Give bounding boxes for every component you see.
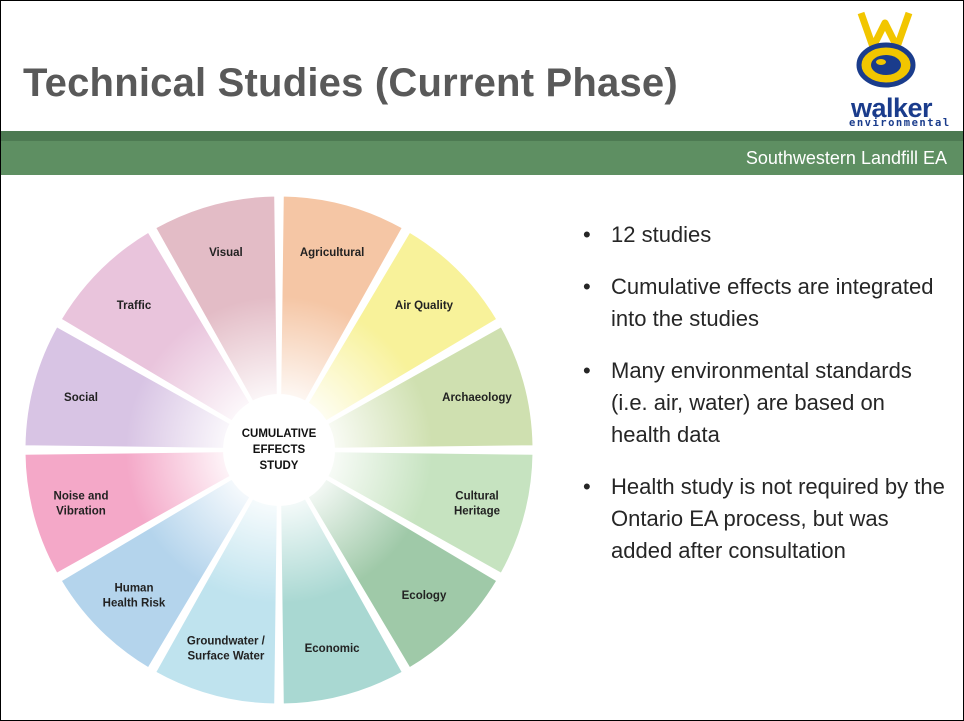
wheel-segment-label: Visual xyxy=(209,247,243,259)
wheel-segment-label: Social xyxy=(64,392,98,404)
wheel-segment-label: Vibration xyxy=(56,506,106,518)
logo-wordmark: walker xyxy=(851,93,933,123)
wheel-segment-label: Archaeology xyxy=(442,392,512,404)
center-label-line: EFFECTS xyxy=(253,444,306,456)
wheel-segment-label: Heritage xyxy=(454,506,500,518)
center-label-line: STUDY xyxy=(260,460,299,472)
center-circle xyxy=(223,394,335,506)
wheel-segment-label: Agricultural xyxy=(300,247,365,259)
subtitle-band: Southwestern Landfill EA xyxy=(1,141,963,175)
wheel-segment-label: Human xyxy=(115,583,154,595)
header-band xyxy=(1,131,963,141)
bullet-list: 12 studies Cumulative effects are integr… xyxy=(579,219,949,587)
walker-logo-icon xyxy=(856,11,916,88)
logo-subtext: environmental xyxy=(849,117,951,129)
wheel-segment-label: Surface Water xyxy=(187,651,264,663)
bullet-item: Many environmental standards (i.e. air, … xyxy=(579,355,949,451)
bullet-item: Cumulative effects are integrated into t… xyxy=(579,271,949,335)
bullet-item: 12 studies xyxy=(579,219,949,251)
wheel-segment-label: Health Risk xyxy=(103,598,166,610)
wheel-segment-label: Groundwater / xyxy=(187,636,266,648)
slide-subtitle: Southwestern Landfill EA xyxy=(745,147,947,168)
bullet-item: Health study is not required by the Onta… xyxy=(579,471,949,567)
wheel-segment-label: Noise and xyxy=(54,491,109,503)
wheel-segment-label: Traffic xyxy=(117,300,152,312)
center-label-line: CUMULATIVE xyxy=(242,428,317,440)
slide-title: Technical Studies (Current Phase) xyxy=(23,61,678,105)
wheel-segment-label: Economic xyxy=(305,643,361,655)
wheel-segment-label: Air Quality xyxy=(395,300,454,312)
wheel-segment-label: Ecology xyxy=(402,590,447,602)
wheel-segment-label: Cultural xyxy=(455,491,498,503)
walker-logo: walker environmental xyxy=(839,9,959,129)
